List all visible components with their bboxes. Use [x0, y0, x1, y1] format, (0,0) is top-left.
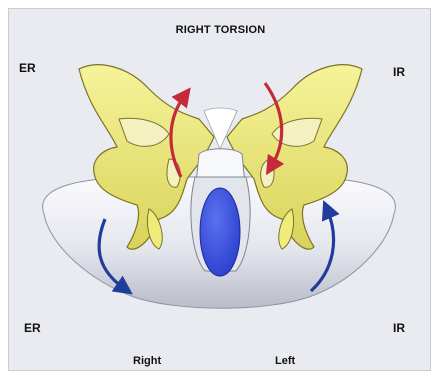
label-side-right: Right: [133, 355, 161, 367]
diagram-title: RIGHT TORSION: [9, 24, 431, 36]
label-bottom-right-ir: IR: [393, 321, 405, 335]
label-top-left-er: ER: [19, 61, 36, 75]
label-top-right-ir: IR: [393, 65, 405, 79]
label-bottom-left-er: ER: [24, 321, 41, 335]
label-side-left: Left: [275, 355, 295, 367]
diagram-frame: RIGHT TORSION ER IR ER IR Right Left: [8, 8, 431, 371]
torsion-illustration: [9, 9, 431, 371]
center-oval: [200, 188, 240, 276]
